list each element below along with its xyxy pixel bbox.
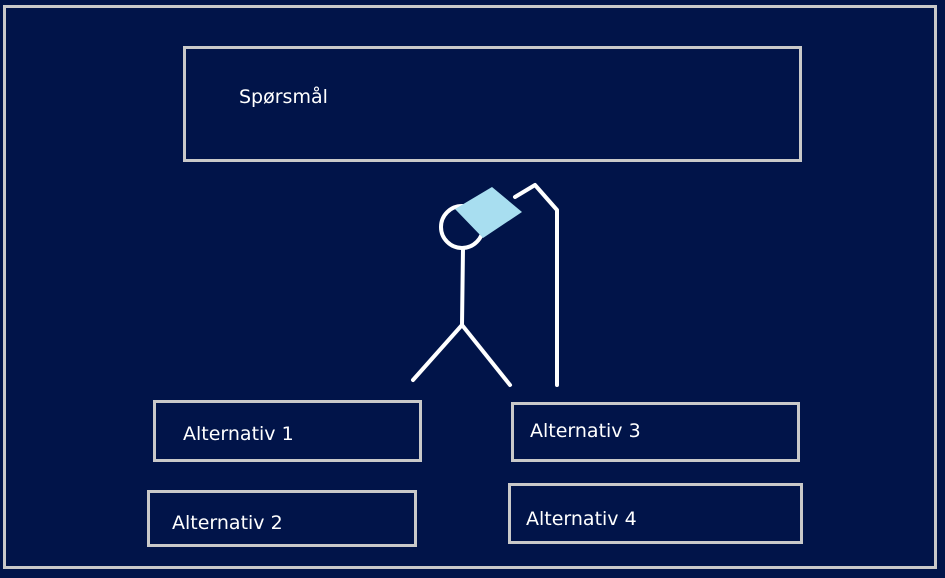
question-box: Spørsmål [183,46,802,162]
body-icon [460,246,465,327]
alternative-4-button[interactable]: Alternativ 4 [508,483,803,544]
alternative-2-label: Alternativ 2 [172,512,283,534]
alternative-3-label: Alternativ 3 [530,420,641,442]
gallows-icon [513,183,559,387]
quiz-frame [3,5,937,569]
hangman-figure-icon [411,183,559,387]
question-label: Spørsmål [239,86,328,108]
alternative-1-label: Alternativ 1 [183,423,294,445]
blindfold-icon [455,187,522,238]
left-leg-icon [411,323,464,382]
alternative-2-button[interactable]: Alternativ 2 [147,490,417,547]
right-leg-icon [460,323,512,387]
alternative-3-button[interactable]: Alternativ 3 [511,402,800,462]
alternative-4-label: Alternativ 4 [526,508,637,530]
alternative-1-button[interactable]: Alternativ 1 [153,400,422,462]
